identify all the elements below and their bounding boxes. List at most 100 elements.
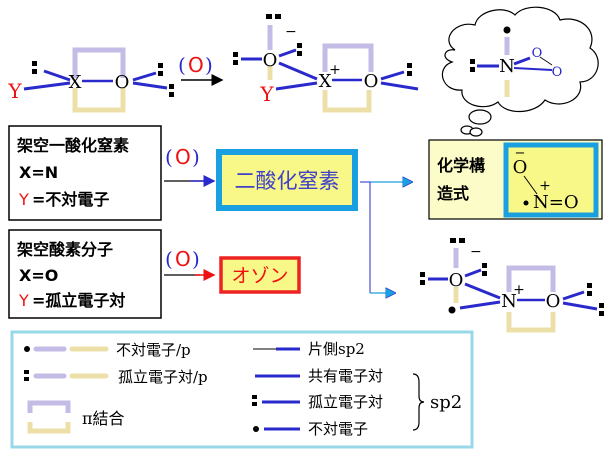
atom-o: O bbox=[115, 72, 130, 93]
formula-minus: − bbox=[515, 146, 526, 161]
no2-label: 二酸化窒素 bbox=[235, 169, 340, 193]
legend-item-half-sp2: 片側sp2 bbox=[253, 340, 365, 358]
atom-y: Y bbox=[7, 79, 22, 103]
legend-item-lone-pair: 孤立電子対 bbox=[252, 393, 383, 411]
atom-n: N bbox=[501, 291, 517, 312]
paren-close: ) bbox=[192, 145, 200, 169]
lone-pair-icon bbox=[252, 395, 257, 399]
ozone-frame bbox=[219, 256, 301, 294]
thought-bubble: N O O bbox=[441, 6, 599, 137]
lone-pair-dot bbox=[233, 60, 238, 65]
lone-pair-dot bbox=[420, 272, 425, 277]
lone-pair-dot bbox=[599, 311, 604, 316]
bubble-tail-3 bbox=[469, 127, 483, 137]
atom-x: X bbox=[319, 71, 332, 92]
plus-charge: + bbox=[329, 62, 341, 78]
formula-n-eq-o: N=O bbox=[533, 192, 579, 213]
x-lonepair-bond bbox=[43, 69, 71, 82]
o-bond-1 bbox=[380, 70, 405, 81]
radical-dot-icon bbox=[253, 426, 259, 432]
lone-pair-dot bbox=[587, 283, 592, 288]
n-o-bond-2 bbox=[513, 67, 553, 71]
pi-bond-bottom bbox=[506, 312, 556, 333]
radical-dot bbox=[448, 306, 456, 314]
pi-bond-bottom bbox=[72, 88, 126, 113]
legend-item-radical: 不対電子 bbox=[253, 420, 368, 438]
lone-pair-icon bbox=[252, 402, 257, 406]
lone-pair-dot bbox=[275, 14, 281, 19]
oxygen-label: O bbox=[175, 145, 191, 169]
lone-pair-dot bbox=[32, 69, 37, 74]
o-x-bond bbox=[278, 61, 318, 81]
y-x-bond bbox=[275, 81, 318, 91]
lone-pair-icon bbox=[24, 377, 29, 381]
formula-frame bbox=[503, 142, 599, 218]
o-bond-1 bbox=[562, 290, 585, 301]
lone-pair-dot bbox=[169, 84, 174, 89]
oxygen-label: O bbox=[175, 247, 191, 271]
radical-dot bbox=[503, 26, 511, 34]
structure-label-1: 化学構 bbox=[437, 156, 485, 175]
paren-close: ) bbox=[205, 53, 213, 77]
molecule-no2-resonance: − O N + O bbox=[420, 238, 604, 333]
box-fictional-o2: 架空酸素分子 X=O Y =孤立電子対 bbox=[8, 229, 162, 319]
pi-bond-top bbox=[506, 265, 556, 292]
legend-item-pi-bond: π結合 bbox=[27, 400, 125, 434]
box-line-x: X=O bbox=[19, 266, 58, 285]
legend-item-shared-pair: 共有電子対 bbox=[255, 367, 383, 385]
lone-pair-dot bbox=[587, 291, 592, 296]
pi-bond-top bbox=[322, 43, 374, 72]
lone-pair-dot bbox=[407, 63, 412, 68]
formula-plus: + bbox=[539, 178, 551, 194]
box-line-x: X=N bbox=[19, 163, 58, 182]
o-bond-1 bbox=[132, 71, 157, 82]
atom-x: X bbox=[69, 72, 82, 93]
lone-pair-dot bbox=[450, 238, 456, 243]
paren-open: ( bbox=[165, 145, 173, 169]
radical-n-bond bbox=[459, 300, 501, 310]
box-line-y-rest: =孤立電子対 bbox=[32, 291, 125, 310]
lone-pair-dot bbox=[459, 238, 465, 243]
paren-open: ( bbox=[165, 247, 173, 271]
molecule-xo-reactant: X O Y bbox=[7, 47, 174, 113]
branch-connector bbox=[360, 182, 412, 293]
box-title: 架空一酸化窒素 bbox=[16, 136, 129, 155]
o-bond-2 bbox=[132, 81, 168, 90]
box-frame bbox=[8, 229, 162, 319]
atom-n: N bbox=[499, 56, 515, 77]
legend-label: 不対電子/p bbox=[116, 341, 191, 359]
box-line-y-prefix: Y bbox=[18, 291, 29, 310]
atom-o-2: O bbox=[552, 65, 563, 80]
cloud-shape bbox=[441, 6, 599, 113]
lone-pair-dot bbox=[266, 14, 272, 19]
reaction-arrow-oxidation: ( O ) bbox=[178, 53, 224, 86]
pi-bond-top bbox=[72, 47, 126, 78]
lone-pair-dot bbox=[169, 92, 174, 97]
plus-charge: + bbox=[513, 282, 525, 298]
radical-dot-icon bbox=[24, 346, 30, 352]
sp2-label: sp2 bbox=[430, 392, 462, 413]
pi-bond-bottom-icon bbox=[27, 422, 71, 434]
formula-o-top: O bbox=[513, 157, 528, 178]
lone-pair-dot bbox=[297, 51, 302, 56]
oxygen-label: O bbox=[188, 53, 204, 77]
reaction-arrow-no2: ( O ) bbox=[164, 145, 216, 187]
bubble-tail-1 bbox=[468, 109, 492, 125]
legend-item-lonepair-p: 孤立電子対/p bbox=[24, 368, 208, 386]
lone-pair-dot bbox=[158, 71, 163, 76]
box-title: 架空酸素分子 bbox=[16, 240, 113, 259]
o-n-bond bbox=[464, 282, 501, 300]
box-frame bbox=[8, 125, 162, 221]
legend-label: 片側sp2 bbox=[308, 340, 365, 358]
formula-single-bond bbox=[523, 175, 538, 195]
o-bond-2 bbox=[562, 301, 598, 311]
lone-pair-icon bbox=[24, 370, 29, 374]
legend-label: 不対電子 bbox=[308, 420, 368, 438]
formula-radical-dot bbox=[523, 200, 529, 206]
legend-label: π結合 bbox=[82, 409, 125, 428]
product-no2-box: 二酸化窒素 bbox=[216, 149, 358, 211]
lone-pair-dot bbox=[470, 67, 475, 72]
lone-pair-dot bbox=[599, 303, 604, 308]
lone-pair-dot bbox=[470, 59, 475, 64]
